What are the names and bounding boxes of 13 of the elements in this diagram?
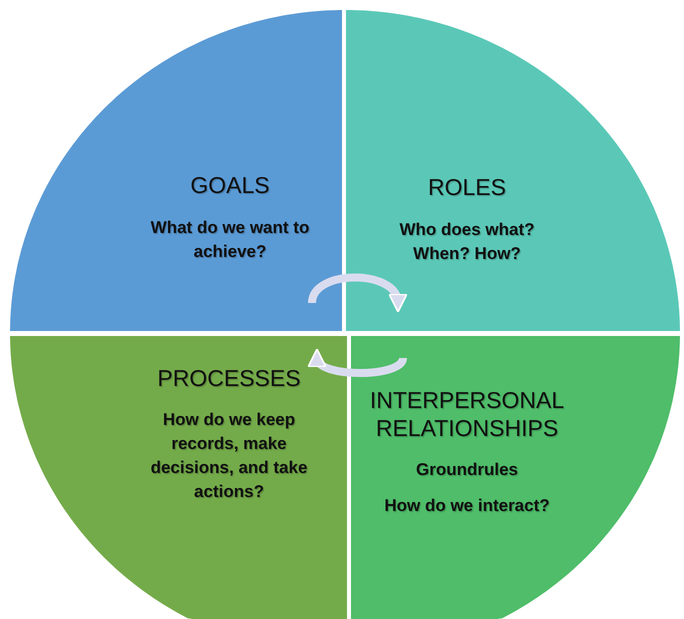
curved-arrow — [310, 348, 407, 377]
segment-text: How do we keep records, make decisions, and take actions? — [150, 409, 308, 503]
segment-text: How do we interact? — [383, 495, 551, 517]
segment-text: Who does what? When? How? — [398, 219, 536, 265]
segment-heading: GOALS — [189, 171, 271, 199]
segment-heading: PROCESSES — [156, 364, 302, 392]
quadrant-segment — [10, 336, 347, 619]
segment-heading: INTERPERSONAL RELATIONSHIPS — [368, 386, 566, 442]
curved-arrow — [308, 274, 406, 312]
segment-heading: ROLES — [427, 173, 507, 201]
segment-text: Groundrules — [414, 459, 519, 481]
quadrant-segment — [10, 10, 342, 331]
segment-text: What do we want to achieve? — [150, 217, 310, 263]
